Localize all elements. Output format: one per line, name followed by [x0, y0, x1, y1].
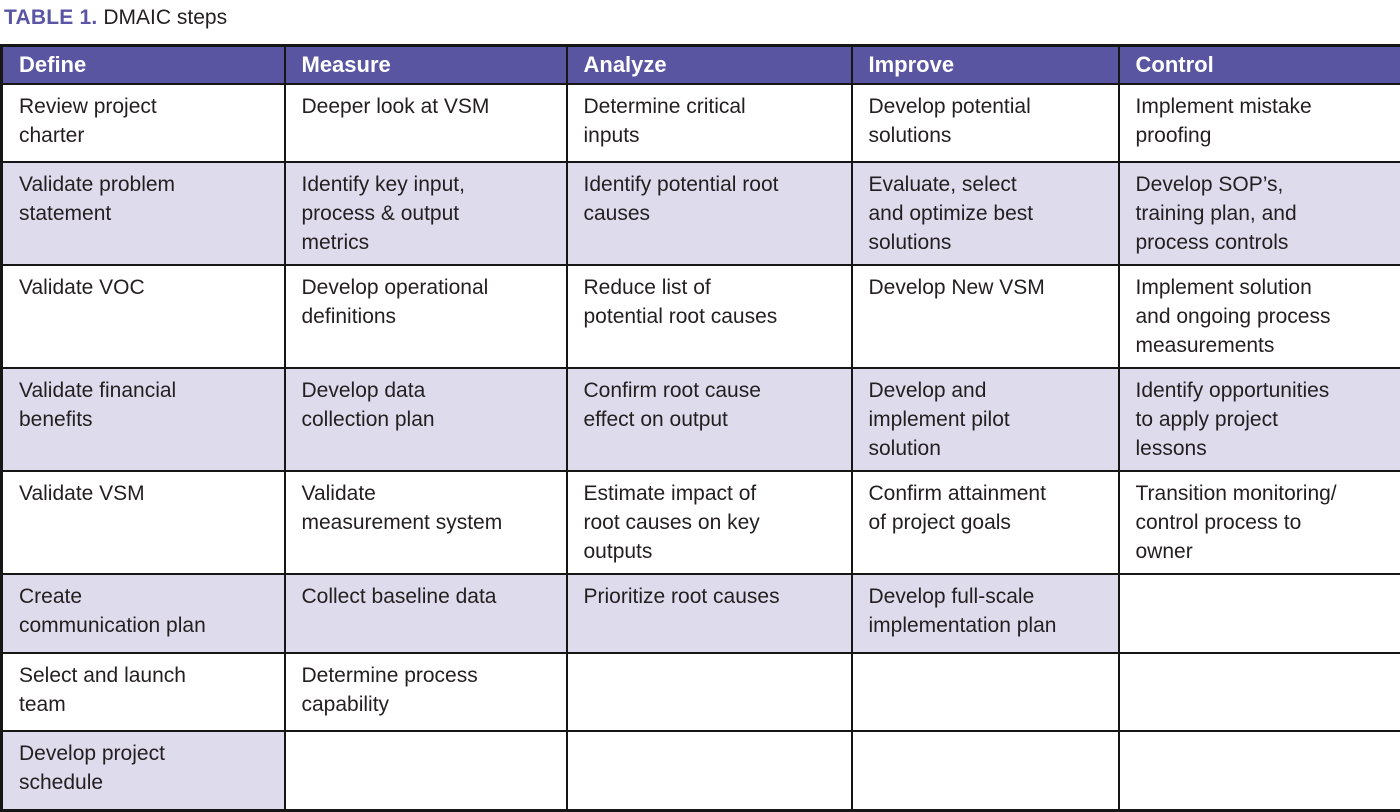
table-cell: [852, 653, 1119, 731]
table-cell: Implement mistake proofing: [1119, 84, 1400, 162]
table-caption-label: TABLE 1.: [4, 6, 97, 29]
table-cell: Collect baseline data: [285, 574, 567, 653]
table-cell: Confirm root cause effect on output: [567, 368, 852, 471]
table-cell: Validate VSM: [2, 471, 285, 574]
table-cell: Develop SOP’s, training plan, and proces…: [1119, 162, 1400, 265]
table-cell: Develop New VSM: [852, 265, 1119, 368]
table-cell: Develop operational definitions: [285, 265, 567, 368]
table-row: Develop project schedule: [2, 731, 1400, 810]
table-cell: Create communication plan: [2, 574, 285, 653]
table-cell: Validate problem statement: [2, 162, 285, 265]
table-cell: Determine process capability: [285, 653, 567, 731]
table-caption-text: DMAIC steps: [103, 6, 227, 29]
table-cell: Implement solution and ongoing process m…: [1119, 265, 1400, 368]
table-caption: TABLE 1. DMAIC steps: [0, 0, 1400, 31]
table-cell: Evaluate, select and optimize best solut…: [852, 162, 1119, 265]
table-cell: [567, 731, 852, 810]
table-cell: Develop and implement pilot solution: [852, 368, 1119, 471]
table-cell: [1119, 574, 1400, 653]
table-cell: Prioritize root causes: [567, 574, 852, 653]
table-cell: [1119, 653, 1400, 731]
table-cell: Develop full-scale implementation plan: [852, 574, 1119, 653]
table-cell: [567, 653, 852, 731]
table-cell: Estimate impact of root causes on key ou…: [567, 471, 852, 574]
table-cell: [285, 731, 567, 810]
table-cell: Validate financial benefits: [2, 368, 285, 471]
table-cell: Deeper look at VSM: [285, 84, 567, 162]
table-cell: Select and launch team: [2, 653, 285, 731]
table-cell: Validate VOC: [2, 265, 285, 368]
table-cell: Identify potential root causes: [567, 162, 852, 265]
table-cell: Confirm attainment of project goals: [852, 471, 1119, 574]
table-cell: [852, 731, 1119, 810]
column-header-measure: Measure: [285, 46, 567, 85]
table-cell: Identify key input, process & output met…: [285, 162, 567, 265]
table-cell: Develop project schedule: [2, 731, 285, 810]
table-cell: [1119, 731, 1400, 810]
table-cell: Identify opportunities to apply project …: [1119, 368, 1400, 471]
table-cell: Develop potential solutions: [852, 84, 1119, 162]
column-header-control: Control: [1119, 46, 1400, 85]
column-header-improve: Improve: [852, 46, 1119, 85]
table-cell: Review project charter: [2, 84, 285, 162]
column-header-analyze: Analyze: [567, 46, 852, 85]
table-cell: Validate measurement system: [285, 471, 567, 574]
table-cell: Determine critical inputs: [567, 84, 852, 162]
table-cell: Develop data collection plan: [285, 368, 567, 471]
table-cell: Transition monitoring/ control process t…: [1119, 471, 1400, 574]
column-header-define: Define: [2, 46, 285, 85]
table-cell: Reduce list of potential root causes: [567, 265, 852, 368]
